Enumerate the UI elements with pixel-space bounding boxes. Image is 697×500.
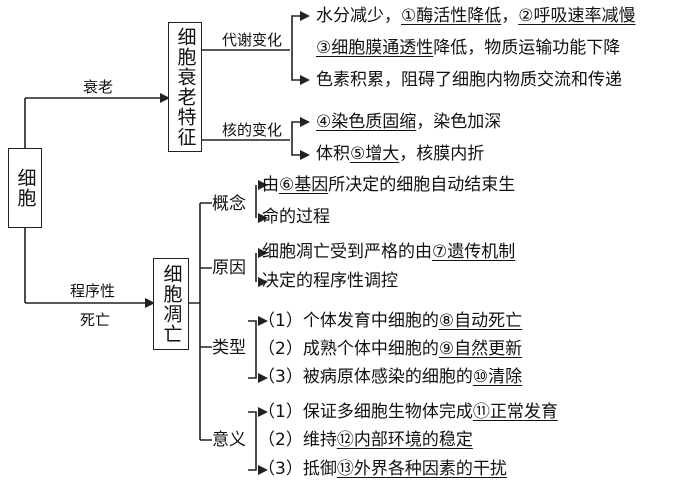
answer-blank: ⑤增大 [350,144,400,164]
answer-blank: ②呼吸速率减慢 [518,6,636,26]
answer-blank: ⑨自然更新 [438,339,523,359]
aging-split [200,49,290,141]
nucleus-brace [291,121,300,156]
answer-blank: ④染色质固缩 [316,112,417,132]
text-segment: 水分减少， [316,6,401,26]
text-segment: 降低，物质运输功能下降 [433,38,621,58]
types-line-3: （3）被病原体感染的细胞的⑩清除 [258,369,522,386]
text-segment: 细胞凋亡受到严格的由 [262,242,432,262]
types-line-2: （2）成熟个体中细胞的⑨自然更新 [258,341,522,358]
root-label: 细胞 [14,168,37,208]
text-segment: （1）保证多细胞生物体完成 [258,402,473,422]
nucleus-line-2: 体积⑤增大，核膜内折 [316,146,484,163]
metabolic-line-3: 色素积累，阻碍了细胞内物质交流和传递 [316,72,622,89]
types-line-1: （1）个体发育中细胞的⑧自动死亡 [258,313,522,330]
cause-line-1: 细胞凋亡受到严格的由⑦遗传机制 [262,244,515,261]
text-segment: 由 [262,175,279,195]
concept-line-2: 命的过程 [262,209,330,226]
significance-line-1: （1）保证多细胞生物体完成⑪正常发育 [258,404,558,421]
answer-blank: ⑩清除 [472,367,523,387]
apoptosis-box-label: 细胞凋亡 [160,264,183,344]
answer-blank: ⑧自动死亡 [438,311,523,331]
text-segment: （2）维持 [258,430,337,450]
text-segment: （1）个体发育中细胞的 [258,311,439,331]
text-segment: 所决定的细胞自动结束生 [328,175,516,195]
aging-arrowhead [160,93,170,103]
text-segment: （3）被病原体感染的细胞的 [258,367,473,387]
types-brace [248,320,257,379]
apoptosis-arrowhead [145,298,155,308]
metabolic-brace [291,15,300,81]
text-segment: 体积 [316,144,350,164]
answer-blank: ⑪正常发育 [472,402,558,422]
answer-blank: ⑦遗传机制 [432,242,516,262]
significance-line-2: （2）维持⑫内部环境的稳定 [258,432,473,449]
text-segment: （2）成熟个体中细胞的 [258,339,439,359]
cause-label: 原因 [212,258,246,278]
text-segment: 色素积累，阻碍了细胞内物质交流和传递 [316,70,622,90]
concept-line-1: 由⑥基因所决定的细胞自动结束生 [262,177,515,194]
cause-line-2: 决定的程序性调控 [262,273,398,290]
answer-blank: ①酶活性降低 [401,6,502,26]
aging-box: 细胞衰老特征 [168,22,202,152]
text-segment: ，核膜内折 [399,144,485,164]
metabolic-line-1: 水分减少，①酶活性降低，②呼吸速率减慢 [316,8,636,25]
types-label: 类型 [212,338,246,358]
significance-label: 意义 [212,430,246,450]
metabolic-line-2: ③细胞膜通透性降低，物质运输功能下降 [316,40,620,57]
answer-blank: ③细胞膜通透性 [316,38,434,58]
text-segment: 命的过程 [262,207,330,227]
text-segment: ，染色加深 [416,112,502,132]
answer-blank: ⑥基因 [279,175,329,195]
text-segment: ， [501,6,519,26]
metabolic-label: 代谢变化 [222,31,283,49]
answer-blank: ⑬外界各种因素的干扰 [336,459,507,479]
aging-branch-label: 衰老 [83,78,114,96]
nucleus-label: 核的变化 [222,121,283,139]
nucleus-line-1: ④染色质固缩，染色加深 [316,114,501,131]
root-box: 细胞 [8,148,42,228]
apoptosis-box: 细胞凋亡 [153,258,189,350]
significance-brace [248,411,257,471]
aging-box-label: 细胞衰老特征 [174,27,197,147]
apoptosis-branch-label-1: 程序性 [70,282,116,300]
apoptosis-split [189,202,212,441]
text-segment: 决定的程序性调控 [262,271,398,291]
concept-label: 概念 [212,194,246,214]
answer-blank: ⑫内部环境的稳定 [336,430,473,450]
text-segment: （3）抵御 [258,459,337,479]
significance-line-3: （3）抵御⑬外界各种因素的干扰 [258,461,507,478]
apoptosis-branch-label-2: 死亡 [80,311,111,329]
